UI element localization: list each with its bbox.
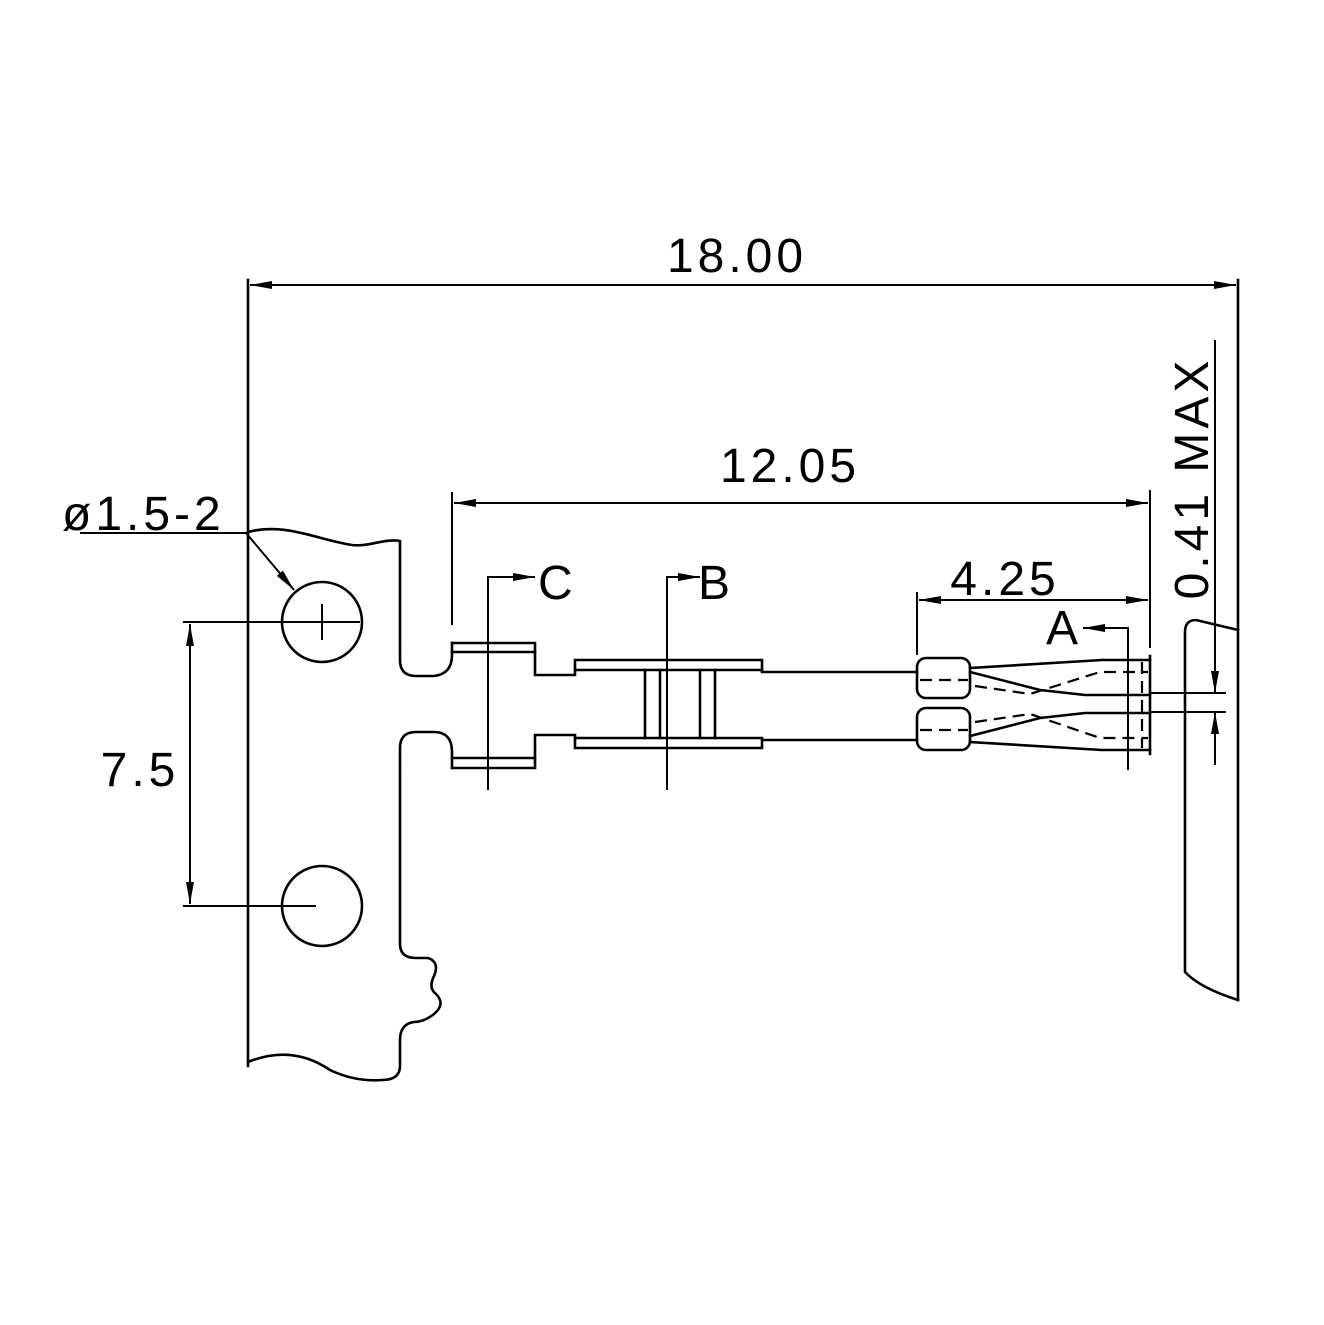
hole-diameter-leader <box>80 532 295 591</box>
dimension-receptacle-length: 4.25 <box>916 553 1148 655</box>
dimension-thickness: 0.41 MAX <box>1150 340 1226 765</box>
section-marker-b: B <box>666 557 734 790</box>
receptacle-length-label: 4.25 <box>950 553 1059 606</box>
receptacle-upper-box <box>915 656 972 700</box>
dimension-pitch: 7.5 <box>101 621 360 907</box>
thickness-label: 0.41 MAX <box>1166 357 1219 600</box>
dimension-overall-length: 18.00 <box>250 230 1236 289</box>
section-c-line <box>487 573 535 790</box>
carrier-strip <box>246 278 454 1082</box>
strip-right-inner-edge <box>1183 618 1240 1002</box>
strip-top-edge <box>246 527 454 678</box>
section-a-line <box>1083 624 1129 770</box>
dimension-contact-length: 12.05 <box>451 440 1151 648</box>
spring-inner-upper <box>968 670 1152 697</box>
section-b-line <box>666 573 700 790</box>
section-c-label: C <box>538 557 577 610</box>
section-marker-a: A <box>1046 602 1129 770</box>
spring-hidden-lower <box>974 712 1148 740</box>
overall-length-label: 18.00 <box>667 230 807 283</box>
section-marker-c: C <box>487 557 577 790</box>
spring-hidden-upper <box>974 670 1148 696</box>
spring-bottom <box>968 740 1152 752</box>
contact-body <box>450 641 919 770</box>
contact-length-label: 12.05 <box>720 440 860 493</box>
pitch-label: 7.5 <box>101 744 180 797</box>
receptacle-end <box>915 654 1152 756</box>
strip-lower-contour <box>246 730 454 1082</box>
section-b-label: B <box>698 557 734 610</box>
receptacle-lower-box <box>915 706 972 752</box>
spring-top <box>968 658 1152 670</box>
carrier-strip-right <box>1183 278 1240 1002</box>
dimension-hole-diameter: ø1.5-2 <box>62 488 295 591</box>
contact-bottom-outline <box>450 733 919 770</box>
section-a-label: A <box>1046 602 1082 655</box>
spring-inner-lower <box>968 711 1152 738</box>
